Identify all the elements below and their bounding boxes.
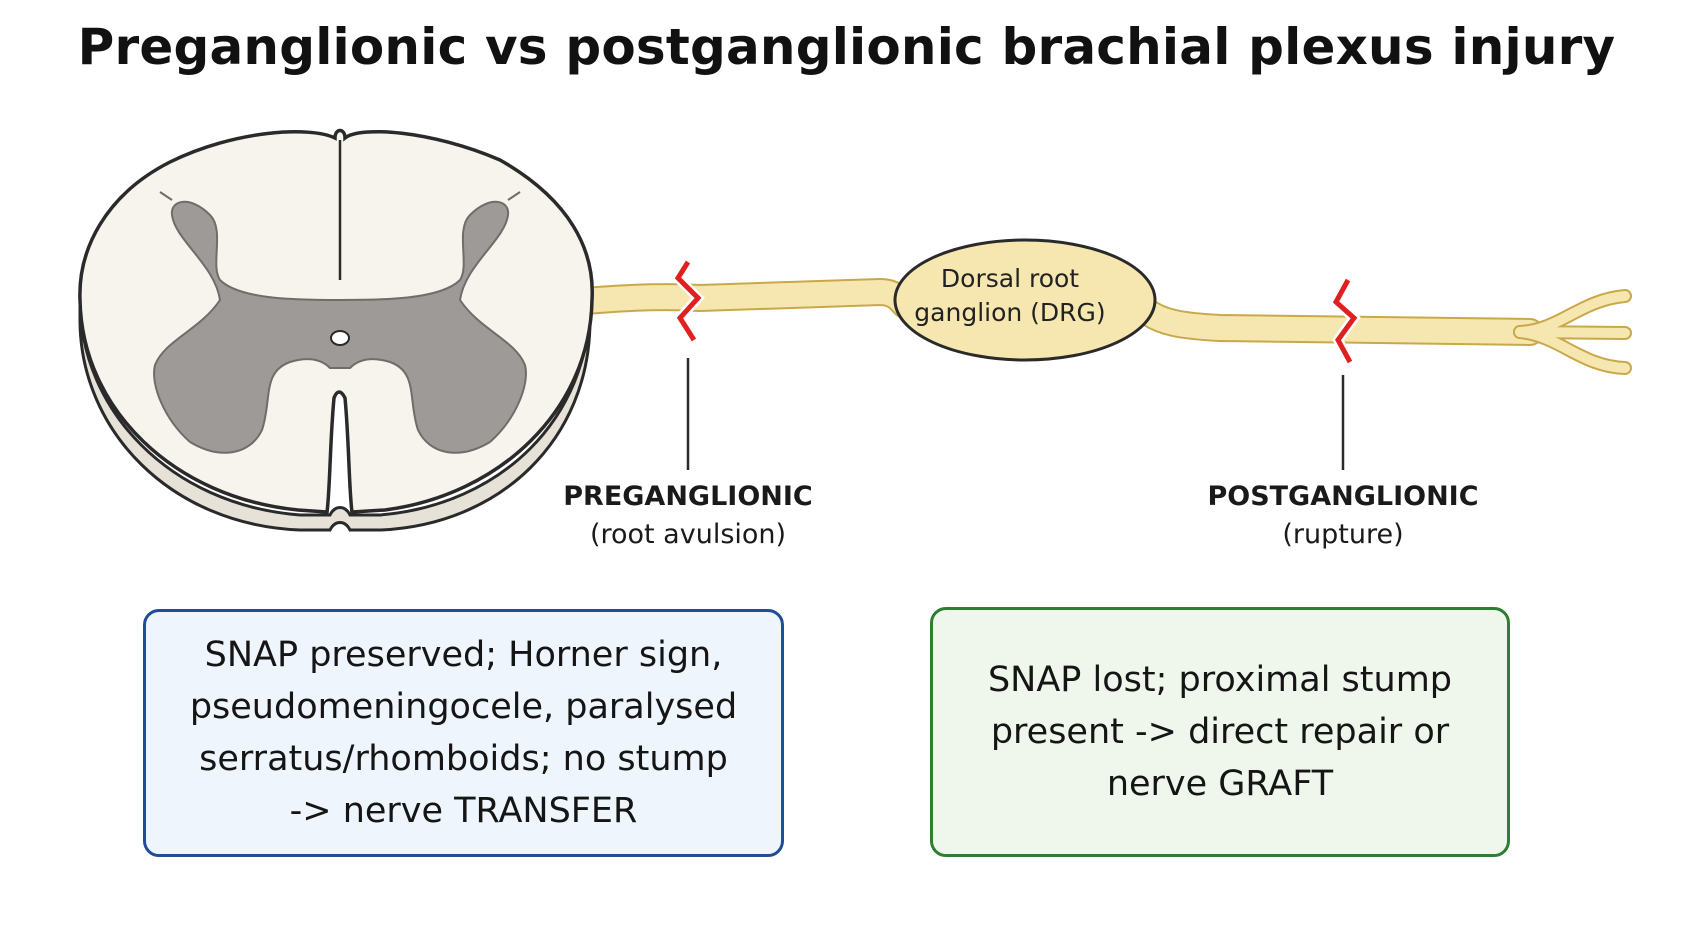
pre-findings-line: pseudomeningocele, paralysed bbox=[189, 687, 738, 727]
postganglionic-label: POSTGANGLIONIC (rupture) bbox=[1193, 478, 1493, 554]
preganglionic-type: (root avulsion) bbox=[589, 519, 787, 550]
distal-branches bbox=[1513, 289, 1632, 375]
postganglionic-name: POSTGANGLIONIC bbox=[1207, 481, 1479, 512]
dorsal-root-ganglion bbox=[893, 238, 1157, 362]
central-canal bbox=[330, 330, 350, 346]
pre-findings-line: serratus/rhomboids; no stump bbox=[199, 739, 728, 779]
spinal-cord-cross-section bbox=[78, 128, 594, 532]
preganglionic-name: PREGANGLIONIC bbox=[563, 481, 813, 512]
postganglionic-type: (rupture) bbox=[1282, 519, 1404, 550]
diagram-title: Preganglionic vs postganglionic brachial… bbox=[77, 18, 1616, 76]
postganglionic-findings-text: SNAP lost; proximal stump present -> dir… bbox=[988, 654, 1452, 810]
post-findings-line: present -> direct repair or bbox=[990, 712, 1450, 752]
postganglionic-lesion-mark bbox=[1329, 277, 1361, 365]
preganglionic-findings-box: SNAP preserved; Horner sign, pseudomenin… bbox=[143, 609, 784, 857]
preganglionic-label: PREGANGLIONIC (root avulsion) bbox=[538, 478, 838, 554]
preganglionic-lesion-mark bbox=[671, 259, 705, 343]
preganglionic-findings-text: SNAP preserved; Horner sign, pseudomenin… bbox=[190, 629, 737, 837]
drg-label-line2: ganglion (DRG) bbox=[914, 298, 1106, 327]
drg-label-line1: Dorsal root bbox=[940, 264, 1080, 293]
post-findings-line: SNAP lost; proximal stump bbox=[987, 660, 1453, 700]
drg-label: Dorsal root ganglion (DRG) bbox=[880, 262, 1140, 330]
pre-findings-line: SNAP preserved; Horner sign, bbox=[204, 635, 723, 675]
postganglionic-findings-box: SNAP lost; proximal stump present -> dir… bbox=[930, 607, 1510, 857]
post-findings-line: nerve GRAFT bbox=[1106, 764, 1334, 804]
pre-findings-line: -> nerve TRANSFER bbox=[289, 791, 638, 831]
